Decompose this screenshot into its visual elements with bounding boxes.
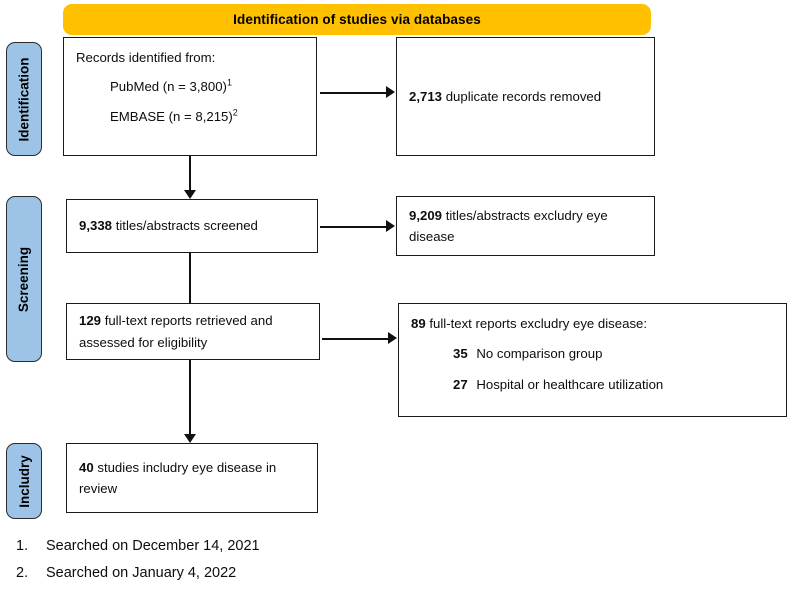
box-fulltext-excluded: 89 full-text reports excludry eye diseas… [398, 303, 787, 417]
connector-records-to-screened-arrowhead [183, 190, 196, 199]
stage-band-included-label: Includry [16, 454, 32, 508]
records-identified-source-embase: EMBASE (n = 8,215)2 [76, 106, 304, 127]
duplicates-removed-count: 2,713 [409, 88, 443, 104]
footnote-1: 1. Searched on December 14, 2021 [16, 538, 416, 560]
section-banner-identification: Identification of studies via databases [63, 4, 651, 35]
connector-fulltext-to-excluded-line [322, 338, 388, 340]
stage-band-identification-label: Identification [16, 57, 32, 141]
box-duplicates-removed: 2,713 duplicate records removed [396, 37, 655, 156]
fulltext-excluded-reason-2: 27 Hospital or healthcare utilization [411, 374, 774, 395]
connector-records-to-screened-line [189, 156, 191, 192]
box-fulltext-retrieved: 129 full-text reports retrieved and asse… [66, 303, 320, 360]
titles-excluded-text: titles/abstracts excludry eye disease [409, 207, 608, 244]
fulltext-excluded-reason-2-count: 27 [453, 376, 468, 392]
connector-fulltext-to-excluded-arrowhead [388, 331, 397, 344]
fulltext-excluded-reason-1-count: 35 [453, 346, 468, 362]
fulltext-retrieved-text-row: 129 full-text reports retrieved and asse… [79, 310, 307, 353]
fulltext-retrieved-text: full-text reports retrieved and assessed… [79, 313, 273, 350]
box-titles-excluded: 9,209 titles/abstracts excludry eye dise… [396, 196, 655, 256]
duplicates-removed-text-row: 2,713 duplicate records removed [409, 86, 601, 107]
footnote-2-text: Searched on January 4, 2022 [46, 565, 237, 581]
records-identified-heading: Records identified from: [76, 50, 216, 65]
footnote-2-number: 2. [16, 565, 29, 581]
box-studies-included: 40 studies includry eye disease in revie… [66, 443, 318, 513]
section-banner-label: Identification of studies via databases [233, 12, 481, 27]
stage-band-screening-label: Screening [16, 246, 32, 312]
titles-screened-text-row: 9,338 titles/abstracts screened [79, 215, 258, 236]
connector-records-to-duplicates-arrowhead [386, 85, 395, 98]
fulltext-excluded-heading-row: 89 full-text reports excludry eye diseas… [411, 313, 774, 334]
stage-band-identification: Identification [6, 42, 42, 156]
fulltext-excluded-reason-1-text: No comparison group [476, 346, 603, 362]
fulltext-excluded-count: 89 [411, 316, 426, 331]
fulltext-excluded-text: full-text reports excludry eye disease: [429, 316, 648, 331]
box-titles-screened: 9,338 titles/abstracts screened [66, 199, 318, 253]
titles-excluded-text-row: 9,209 titles/abstracts excludry eye dise… [409, 205, 642, 248]
footnote-1-number: 1. [16, 538, 29, 554]
titles-screened-count: 9,338 [79, 218, 113, 234]
fulltext-excluded-reason-2-text: Hospital or healthcare utilization [476, 376, 664, 392]
box-records-identified: Records identified from: PubMed (n = 3,8… [63, 37, 317, 156]
titles-screened-text: titles/abstracts screened [115, 218, 258, 234]
connector-screened-to-fulltext-line [189, 253, 191, 305]
connector-screened-to-excluded-arrowhead [386, 219, 395, 232]
source-embase-footnote-marker: 2 [232, 107, 238, 118]
source-embase-label: EMBASE (n = 8,215) [110, 108, 233, 124]
connector-records-to-duplicates-line [320, 92, 386, 94]
duplicates-removed-text: duplicate records removed [445, 88, 602, 104]
records-identified-source-pubmed: PubMed (n = 3,800)1 [76, 76, 304, 97]
stage-band-included: Includry [6, 443, 42, 519]
titles-excluded-count: 9,209 [409, 207, 443, 223]
connector-fulltext-to-included-line [189, 360, 191, 437]
studies-included-text: studies includry eye disease in review [79, 460, 277, 497]
connector-fulltext-to-included-arrowhead [183, 434, 196, 443]
connector-screened-to-excluded-line [320, 226, 386, 228]
footnote-1-text: Searched on December 14, 2021 [46, 538, 260, 554]
source-pubmed-label: PubMed (n = 3,800) [110, 79, 227, 95]
stage-band-screening: Screening [6, 196, 42, 362]
studies-included-text-row: 40 studies includry eye disease in revie… [79, 453, 305, 500]
source-pubmed-footnote-marker: 1 [226, 77, 232, 88]
fulltext-excluded-reason-1: 35 No comparison group [411, 343, 774, 364]
footnote-2: 2. Searched on January 4, 2022 [16, 565, 416, 587]
fulltext-retrieved-count: 129 [79, 313, 102, 329]
studies-included-count: 40 [79, 460, 94, 475]
